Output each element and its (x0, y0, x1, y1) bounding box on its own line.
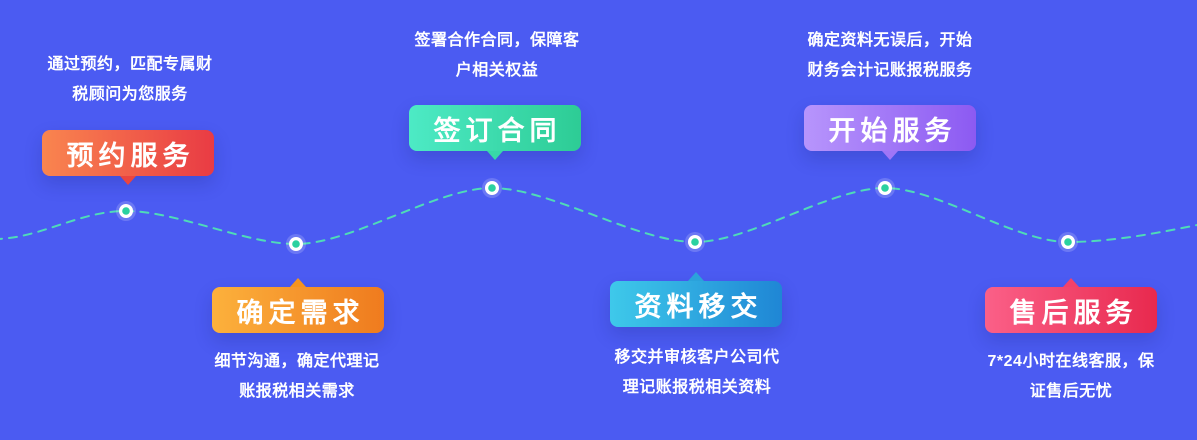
step-desc-line: 通过预约，匹配专属财 (47, 56, 213, 73)
step-badge-appointment: 预约服务 (42, 130, 214, 185)
step-badge-label: 确定需求 (236, 297, 365, 328)
step-description-requirements: 细节沟通，确定代理记 账报税相关需求 (197, 347, 397, 407)
step-desc-line: 确定资料无误后，开始 (807, 32, 973, 49)
wave-node (875, 178, 895, 198)
badge-pointer-icon (487, 151, 503, 160)
badge-pointer-icon (688, 272, 704, 281)
step-description-appointment: 通过预约，匹配专属财 税顾问为您服务 (30, 50, 230, 110)
badge-pointer-icon (120, 176, 136, 185)
step-badge-contract: 签订合同 (409, 105, 581, 160)
step-description-aftersales: 7*24小时在线客服，保 证售后无忧 (971, 347, 1171, 407)
step-badge-aftersales: 售后服务 (985, 278, 1157, 333)
step-badge-label: 签订合同 (433, 115, 562, 146)
wave-dashed-line (0, 186, 1197, 246)
wave-node (1058, 232, 1078, 252)
step-badge-label: 售后服务 (1009, 297, 1138, 328)
step-desc-line: 理记账报税相关资料 (622, 379, 772, 396)
wave-node (286, 234, 306, 254)
wave-node (482, 178, 502, 198)
step-description-contract: 签署合作合同，保障客 户相关权益 (397, 26, 597, 86)
step-badge-start: 开始服务 (804, 105, 976, 160)
wave-node (116, 201, 136, 221)
step-badge-label: 预约服务 (66, 140, 195, 171)
step-description-start: 确定资料无误后，开始 财务会计记账报税服务 (790, 26, 990, 86)
step-desc-line: 细节沟通，确定代理记 (214, 353, 380, 370)
step-desc-line: 税顾问为您服务 (72, 86, 188, 103)
step-desc-line: 财务会计记账报税服务 (807, 62, 973, 79)
step-badge-label: 资料移交 (634, 291, 763, 322)
wave-node (685, 232, 705, 252)
step-badge-requirements: 确定需求 (212, 278, 384, 333)
badge-pointer-icon (290, 278, 306, 287)
step-desc-line: 户相关权益 (455, 62, 539, 79)
step-desc-line: 7*24小时在线客服，保 (987, 353, 1155, 370)
step-desc-line: 证售后无忧 (1029, 383, 1113, 400)
step-desc-line: 账报税相关需求 (239, 383, 355, 400)
step-badge-label: 开始服务 (828, 115, 957, 146)
step-desc-line: 签署合作合同，保障客 (414, 32, 580, 49)
badge-pointer-icon (1063, 278, 1079, 287)
step-description-handover: 移交并审核客户公司代 理记账报税相关资料 (597, 343, 797, 403)
step-badge-handover: 资料移交 (610, 272, 782, 327)
step-desc-line: 移交并审核客户公司代 (614, 349, 780, 366)
badge-pointer-icon (882, 151, 898, 160)
